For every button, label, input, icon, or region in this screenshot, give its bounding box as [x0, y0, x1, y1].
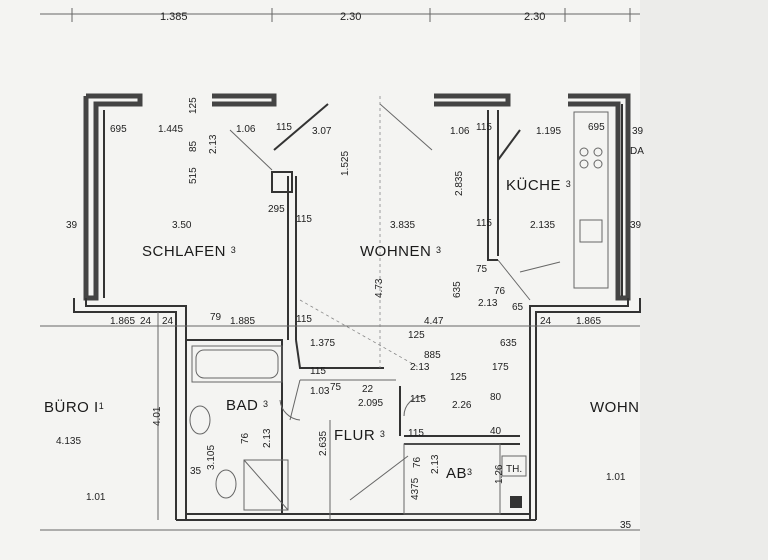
dim: 2.635 — [318, 431, 329, 456]
dim: 80 — [490, 392, 502, 403]
dim: 695 — [588, 122, 605, 133]
dim: 115 — [296, 314, 312, 325]
room-label-wohnen: WOHNEN 3 — [360, 243, 442, 260]
dim: 3.50 — [172, 220, 192, 231]
dim: 1.865 — [110, 316, 135, 327]
dim: 1.01 — [86, 492, 106, 503]
dim: 4.73 — [374, 278, 385, 298]
dim: 85 — [188, 140, 199, 152]
dim: 79 — [210, 312, 222, 323]
dim: 1.03 — [310, 386, 330, 397]
room-label-abstell: AB3 — [446, 465, 473, 482]
dim: 35 — [620, 520, 632, 531]
dim: 1.885 — [230, 316, 255, 327]
dim: 2.095 — [358, 398, 383, 409]
dim: 76 — [494, 286, 506, 297]
room-label-bad: BAD 3 — [226, 397, 269, 414]
dim: 1.445 — [158, 124, 183, 135]
dim: 1.01 — [606, 472, 626, 483]
dim: 2.13 — [478, 298, 498, 309]
dim: 24 — [162, 316, 174, 327]
dim: 35 — [190, 466, 202, 477]
room-label-kueche: KÜCHE 3 — [506, 176, 571, 194]
dim: 2.26 — [452, 400, 472, 411]
dim: 2.13 — [262, 428, 273, 448]
dim: 2.13 — [410, 362, 430, 373]
dim: 115 — [310, 366, 326, 377]
dim: 65 — [512, 302, 524, 313]
dim: 39 — [630, 220, 642, 231]
label-da: DA — [630, 146, 644, 157]
dim: 515 — [188, 167, 199, 184]
dim: 76 — [240, 432, 251, 444]
dim: 1.26 — [494, 464, 505, 484]
dim: 635 — [452, 281, 463, 298]
dim: 1.06 — [450, 126, 470, 137]
dim: 2.835 — [454, 171, 465, 196]
exterior-walls — [73, 93, 641, 521]
interior-walls — [103, 103, 609, 515]
dim: 115 — [408, 428, 424, 439]
dim: 2.13 — [430, 454, 441, 474]
dim: 3.105 — [206, 445, 217, 470]
dim: 39 — [632, 126, 644, 137]
dim: 24 — [140, 316, 152, 327]
dim: 4.01 — [152, 406, 163, 426]
dim: 2.135 — [530, 220, 555, 231]
dim-top-2: 2.30 — [340, 11, 361, 23]
dim: 75 — [476, 264, 488, 275]
dim-top-1: 1.385 — [160, 11, 188, 23]
dim: 3.835 — [390, 220, 415, 231]
room-label-schlafen: SCHLAFEN 3 — [142, 243, 236, 260]
dim: 1.375 — [310, 338, 335, 349]
dim: 2.13 — [208, 134, 219, 154]
dim: 885 — [424, 350, 441, 361]
dim: 24 — [540, 316, 552, 327]
room-label-wohnen-right: WOHN — [590, 399, 640, 416]
dim: 125 — [450, 372, 467, 383]
dim: 1.195 — [536, 126, 561, 137]
dim: 115 — [296, 214, 312, 225]
dim: 1.525 — [340, 151, 351, 176]
dim: 4.135 — [56, 436, 81, 447]
room-label-buero: BÜRO I1 — [44, 398, 104, 416]
dim: 40 — [490, 426, 502, 437]
paper-edge — [640, 0, 768, 560]
dimension-guides — [40, 96, 640, 531]
dim: 75 — [330, 382, 342, 393]
top-dimension-line — [40, 8, 640, 22]
dim: 295 — [268, 204, 285, 215]
dim: 695 — [110, 124, 127, 135]
dim-top-3: 2.30 — [524, 11, 545, 23]
dim: 1.865 — [576, 316, 601, 327]
dim: 175 — [492, 362, 509, 373]
dim: 22 — [362, 384, 374, 395]
dim: 4375 — [410, 477, 421, 500]
dim: 115 — [476, 122, 492, 133]
dim: 1.06 — [236, 124, 256, 135]
dim: 125 — [408, 330, 425, 341]
label-th: TH. — [506, 464, 522, 475]
room-label-flur: FLUR 3 — [334, 427, 385, 444]
dim: 4.47 — [424, 316, 444, 327]
dim: 115 — [410, 394, 426, 405]
dim: 635 — [500, 338, 517, 349]
dim: 3.07 — [312, 126, 332, 137]
dim: 115 — [476, 218, 492, 229]
dim: 125 — [188, 97, 199, 114]
dim: 76 — [412, 456, 423, 468]
dim: 115 — [276, 122, 292, 133]
dim: 39 — [66, 220, 78, 231]
